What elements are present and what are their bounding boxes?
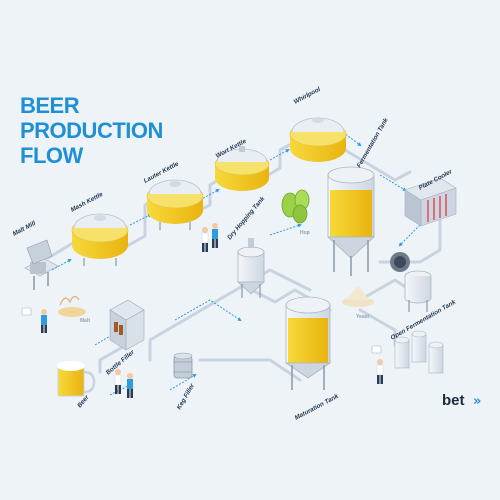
brand-mark: » (473, 394, 481, 409)
title-line-1: BEER (20, 93, 80, 118)
worker-icon (212, 223, 218, 248)
maturation-tank-icon (284, 296, 332, 390)
malt-mill-icon (24, 239, 59, 290)
title-line-2: PRODUCTION (20, 118, 163, 143)
mash-kettle-icon (71, 213, 129, 266)
fermentation-tank-label: Fermentation Tank (356, 116, 390, 169)
open-fermentation-tank-icon (390, 252, 432, 312)
flow-arrows (51, 129, 421, 396)
malt-mill-label: Malt Mill (12, 220, 37, 238)
brand-name: bet (442, 392, 465, 409)
malt-pile-icon (58, 295, 86, 317)
whirlpool-icon (289, 117, 347, 162)
lauter-kettle-icon (146, 179, 204, 230)
bottle-filler-icon (109, 299, 145, 351)
hop-icon (281, 189, 310, 224)
yeast-label: Yeast (356, 314, 369, 320)
worker-icon (41, 309, 47, 333)
whirlpool-label: Whirlpool (293, 86, 322, 106)
worker-icon (127, 373, 133, 398)
storage-tanks-icon (394, 330, 444, 374)
mash-kettle-label: Mash Kettle (70, 191, 105, 214)
tablet-icon (371, 345, 382, 354)
wort-kettle-icon (214, 146, 270, 191)
keg-icon (173, 352, 193, 379)
title-line-3: FLOW (20, 143, 83, 168)
tablet-icon (21, 307, 32, 316)
fermentation-tank-icon (326, 166, 376, 276)
malt-label: Malt (80, 318, 90, 324)
plate-cooler-icon (404, 177, 457, 227)
worker-icon (376, 359, 384, 384)
keg-filler-label: Keg Filler (176, 382, 197, 411)
dry-hopping-tank-label: Dry Hopping Tank (226, 195, 266, 241)
dry-hopping-tank-icon (236, 238, 266, 298)
maturation-tank-label: Maturation Tank (294, 393, 340, 422)
worker-icon (114, 369, 122, 394)
worker-icon (201, 227, 209, 252)
beer-mug-icon (57, 361, 96, 397)
hop-label: Hop (300, 230, 310, 236)
yeast-icon (342, 286, 374, 307)
